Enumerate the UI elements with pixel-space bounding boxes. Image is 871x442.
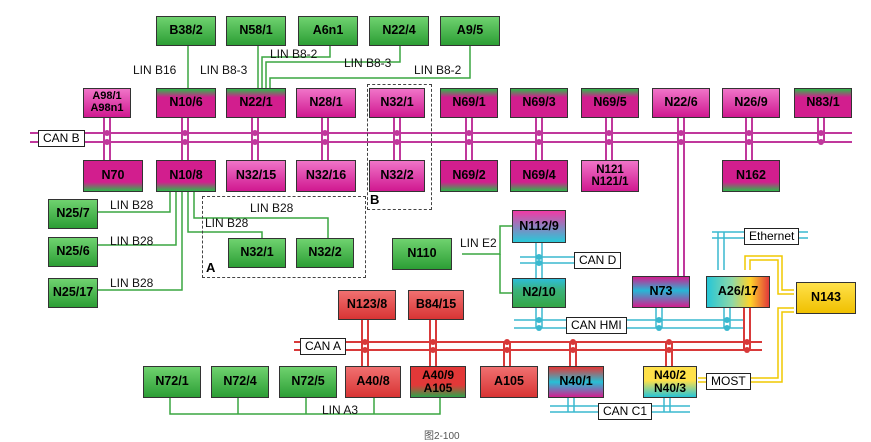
node-a105[interactable]: A105 [480, 366, 538, 398]
node-b84-15[interactable]: B84/15 [408, 290, 464, 320]
node-a40-9[interactable]: A40/9 A105 [410, 366, 466, 398]
node-a9-5[interactable]: A9/5 [440, 16, 500, 46]
node-n32-1-low[interactable]: N32/1 [228, 238, 286, 268]
lin-label-b16: LIN B16 [133, 63, 177, 77]
figure-caption: 图2-100 [424, 431, 460, 442]
node-b38-2[interactable]: B38/2 [156, 16, 216, 46]
node-n25-7[interactable]: N25/7 [48, 199, 98, 229]
n22-6-link [677, 118, 685, 278]
node-n72-1[interactable]: N72/1 [143, 366, 201, 398]
group-a-letter: A [206, 260, 216, 275]
node-n28-1[interactable]: N28/1 [296, 88, 356, 118]
node-n10-8[interactable]: N10/8 [156, 160, 216, 192]
node-n143[interactable]: N143 [796, 282, 856, 314]
can-hmi-bus [514, 308, 744, 329]
lin-label-b8-3-b: LIN B8-3 [344, 56, 392, 70]
can-b-bus [30, 118, 852, 162]
node-a6n1[interactable]: A6n1 [298, 16, 358, 46]
lin-top-lines [187, 44, 471, 90]
node-n22-1[interactable]: N22/1 [226, 88, 286, 118]
bus-label-can-b: CAN B [38, 130, 85, 147]
lin-label-b8-2-b: LIN B8-2 [414, 63, 462, 77]
node-n110[interactable]: N110 [392, 238, 452, 270]
node-n40-1[interactable]: N40/1 [548, 366, 604, 398]
node-n70[interactable]: N70 [83, 160, 143, 192]
node-n2-10[interactable]: N2/10 [512, 278, 566, 308]
lin-label-b28-a: LIN B28 [205, 216, 249, 230]
node-n123-8[interactable]: N123/8 [338, 290, 396, 320]
lin-label-b28-1: LIN B28 [110, 198, 154, 212]
bus-label-ethernet: Ethernet [744, 228, 800, 245]
lin-a3-lines [169, 398, 441, 415]
cyan-junctions [536, 254, 730, 331]
node-n32-2-low[interactable]: N32/2 [296, 238, 354, 268]
group-b-letter: B [370, 192, 380, 207]
lin-label-b28-3: LIN B28 [110, 276, 154, 290]
node-n32-16[interactable]: N32/16 [296, 160, 356, 192]
node-n72-4[interactable]: N72/4 [211, 366, 269, 398]
node-n121[interactable]: N121 N121/1 [581, 160, 639, 192]
lin-label-b8-3-a: LIN B8-3 [200, 63, 248, 77]
lin-label-b28-group: LIN B28 [250, 201, 294, 215]
lin-label-b28-2: LIN B28 [110, 234, 154, 248]
node-n69-5[interactable]: N69/5 [581, 88, 639, 118]
node-n73[interactable]: N73 [632, 276, 690, 308]
can-b-junctions [104, 130, 824, 145]
node-n69-1[interactable]: N69/1 [440, 88, 498, 118]
bus-label-can-a: CAN A [300, 338, 347, 355]
node-n69-4[interactable]: N69/4 [510, 160, 568, 192]
node-n22-6[interactable]: N22/6 [652, 88, 710, 118]
node-n162[interactable]: N162 [722, 160, 780, 192]
lin-label-b8-2-a: LIN B8-2 [270, 47, 318, 61]
lin-label-a3: LIN A3 [322, 403, 359, 417]
bus-label-most: MOST [706, 373, 751, 390]
node-a26-17[interactable]: A26/17 [706, 276, 770, 308]
bus-label-can-c1: CAN C1 [598, 403, 653, 420]
node-n22-4[interactable]: N22/4 [369, 16, 429, 46]
node-n69-2[interactable]: N69/2 [440, 160, 498, 192]
bus-label-can-d: CAN D [574, 252, 622, 269]
can-a-junctions [362, 339, 750, 353]
node-n32-15[interactable]: N32/15 [226, 160, 286, 192]
lin-e2-lines [462, 225, 512, 294]
node-n112-9[interactable]: N112/9 [512, 210, 566, 243]
node-n32-1-top[interactable]: N32/1 [369, 88, 425, 118]
node-a40-8[interactable]: A40/8 [345, 366, 401, 398]
most-lines [698, 255, 794, 383]
node-n72-5[interactable]: N72/5 [279, 366, 337, 398]
lin-b28-lines [97, 192, 329, 291]
node-n25-6[interactable]: N25/6 [48, 237, 98, 267]
node-n10-6[interactable]: N10/6 [156, 88, 216, 118]
group-a-box [202, 196, 366, 278]
node-n40-2[interactable]: N40/2 N40/3 [643, 366, 697, 398]
can-a-bus [294, 308, 762, 366]
node-n83-1[interactable]: N83/1 [794, 88, 852, 118]
node-n26-9[interactable]: N26/9 [722, 88, 780, 118]
lin-label-e2: LIN E2 [460, 236, 497, 250]
group-b-box [367, 84, 432, 210]
bus-label-can-hmi: CAN HMI [566, 317, 627, 334]
node-n69-3[interactable]: N69/3 [510, 88, 568, 118]
node-n32-2-top[interactable]: N32/2 [369, 160, 425, 192]
node-n58-1[interactable]: N58/1 [226, 16, 286, 46]
node-a98[interactable]: A98/1 A98n1 [83, 88, 131, 118]
node-n25-17[interactable]: N25/17 [48, 278, 98, 308]
